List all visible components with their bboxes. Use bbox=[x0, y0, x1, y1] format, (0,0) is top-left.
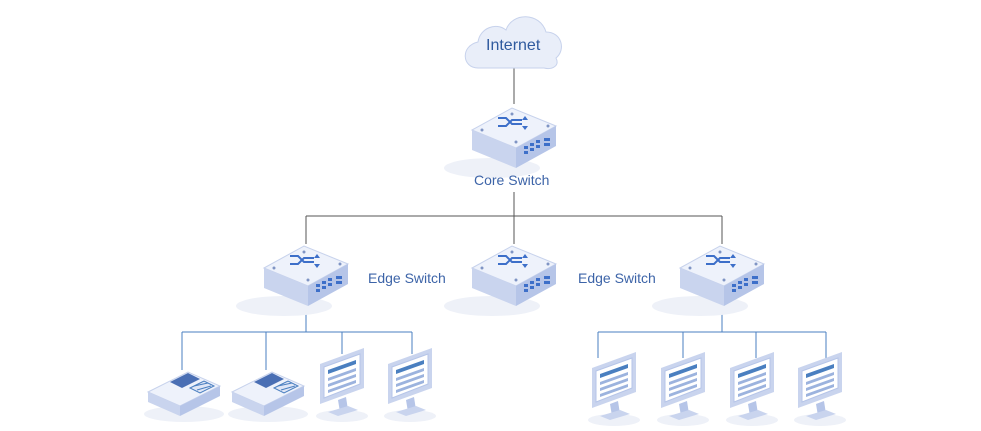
monitor-icon bbox=[725, 351, 779, 427]
core-switch-icon bbox=[443, 107, 557, 179]
connections bbox=[305, 68, 723, 244]
cloud-icon bbox=[464, 16, 562, 69]
monitor-icon bbox=[587, 351, 641, 427]
ip-phone-icon bbox=[227, 371, 309, 423]
edge-switch-left-icon bbox=[235, 245, 349, 317]
core-switch-label: Core Switch bbox=[474, 172, 550, 188]
edge-switch-left-label: Edge Switch bbox=[368, 270, 446, 286]
monitor-icon bbox=[656, 351, 710, 427]
monitor-icon bbox=[383, 347, 437, 423]
access-links bbox=[181, 300, 827, 370]
monitor-icon bbox=[793, 351, 847, 427]
edge-switch-middle-icon bbox=[443, 245, 557, 317]
internet-label: Internet bbox=[486, 37, 541, 54]
monitor-icon bbox=[315, 347, 369, 423]
ip-phone-icon bbox=[143, 371, 225, 423]
edge-switch-right-label: Edge Switch bbox=[578, 270, 656, 286]
edge-switch-right-icon bbox=[651, 245, 765, 317]
